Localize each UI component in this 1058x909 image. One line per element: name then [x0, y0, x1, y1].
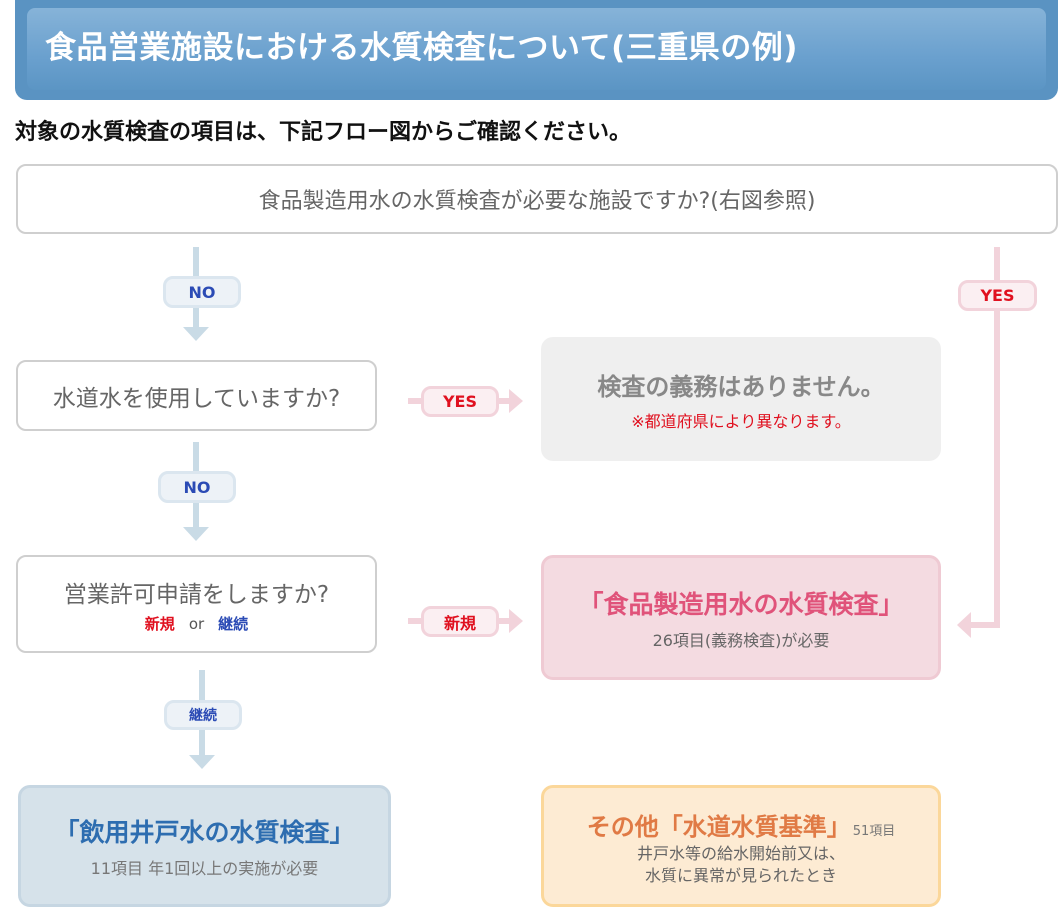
result-other-detail-1: 井戸水等の給水開始前又は、 [636, 843, 845, 863]
option-new: 新規 [144, 614, 175, 633]
no-label-1: NO [163, 276, 241, 308]
option-or: or [188, 614, 205, 633]
result-well-water-box: 「飲用井戸水の水質検査」 11項目 年1回以上の実施が必要 [18, 785, 391, 907]
arrow-down-icon [183, 527, 209, 541]
header-banner: 食品営業施設における水質検査について(三重県の例) [15, 0, 1058, 100]
permit-options: 新規 or 継続 [145, 613, 248, 634]
result-food-water-box: 「食品製造用水の水質検査」 26項目(義務検査)が必要 [541, 555, 941, 680]
result-no-obligation-title: 検査の義務はありません。 [597, 372, 885, 401]
result-other-title-row: その他「水道水質基準」51項目 [587, 807, 896, 842]
yes-label-q1: YES [421, 386, 499, 417]
yes-label-top: YES [958, 280, 1037, 311]
new-label-text: 新規 [443, 613, 476, 633]
question-permit-box: 営業許可申請をしますか? 新規 or 継続 [16, 555, 377, 653]
option-continue: 継続 [218, 614, 249, 633]
result-well-water-detail: 11項目 年1回以上の実施が必要 [90, 859, 319, 878]
header-banner-inner [27, 8, 1046, 90]
arrow-right-icon [509, 609, 523, 633]
result-no-obligation-note: ※都道府県により異なります。 [631, 411, 851, 431]
yes-connector-line-top [994, 247, 1000, 628]
page-subtitle: 対象の水質検査の項目は、下記フロー図からご確認ください。 [15, 120, 632, 145]
result-food-water-detail: 26項目(義務検査)が必要 [652, 630, 830, 650]
yes-label-q1-text: YES [442, 392, 478, 411]
result-other-title: その他「水道水質基準」 [586, 812, 851, 841]
question-tap-water-box: 水道水を使用していますか? [16, 360, 377, 431]
arrow-right-icon [509, 389, 523, 413]
arrow-left-icon [957, 612, 971, 638]
result-other-count: 51項目 [852, 823, 896, 839]
start-question-text: 食品製造用水の水質検査が必要な施設ですか?(右図参照) [258, 189, 816, 214]
result-other-detail-2: 水質に異常が見られたとき [644, 865, 837, 885]
arrow-down-icon [183, 327, 209, 341]
new-label: 新規 [421, 606, 499, 637]
yes-connector-line-turn [970, 622, 1000, 628]
no-label-1-text: NO [188, 282, 216, 302]
result-food-water-title: 「食品製造用水の水質検査」 [578, 589, 904, 619]
question-tap-water-text: 水道水を使用していますか? [52, 385, 341, 412]
yes-label-top-text: YES [980, 286, 1015, 305]
arrow-down-icon [189, 755, 215, 769]
start-question-box: 食品製造用水の水質検査が必要な施設ですか?(右図参照) [16, 164, 1058, 234]
page-title: 食品営業施設における水質検査について(三重県の例) [45, 30, 798, 66]
continue-label: 継続 [164, 700, 242, 730]
result-no-obligation-box: 検査の義務はありません。 ※都道府県により異なります。 [541, 337, 941, 461]
continue-label-text: 継続 [189, 708, 217, 724]
no-label-2-text: NO [183, 477, 211, 497]
result-other-standard-box: その他「水道水質基準」51項目 井戸水等の給水開始前又は、 水質に異常が見られた… [541, 785, 941, 907]
question-permit-text: 営業許可申請をしますか? [63, 581, 330, 608]
no-label-2: NO [158, 471, 236, 503]
result-well-water-title: 「飲用井戸水の水質検査」 [54, 818, 355, 847]
